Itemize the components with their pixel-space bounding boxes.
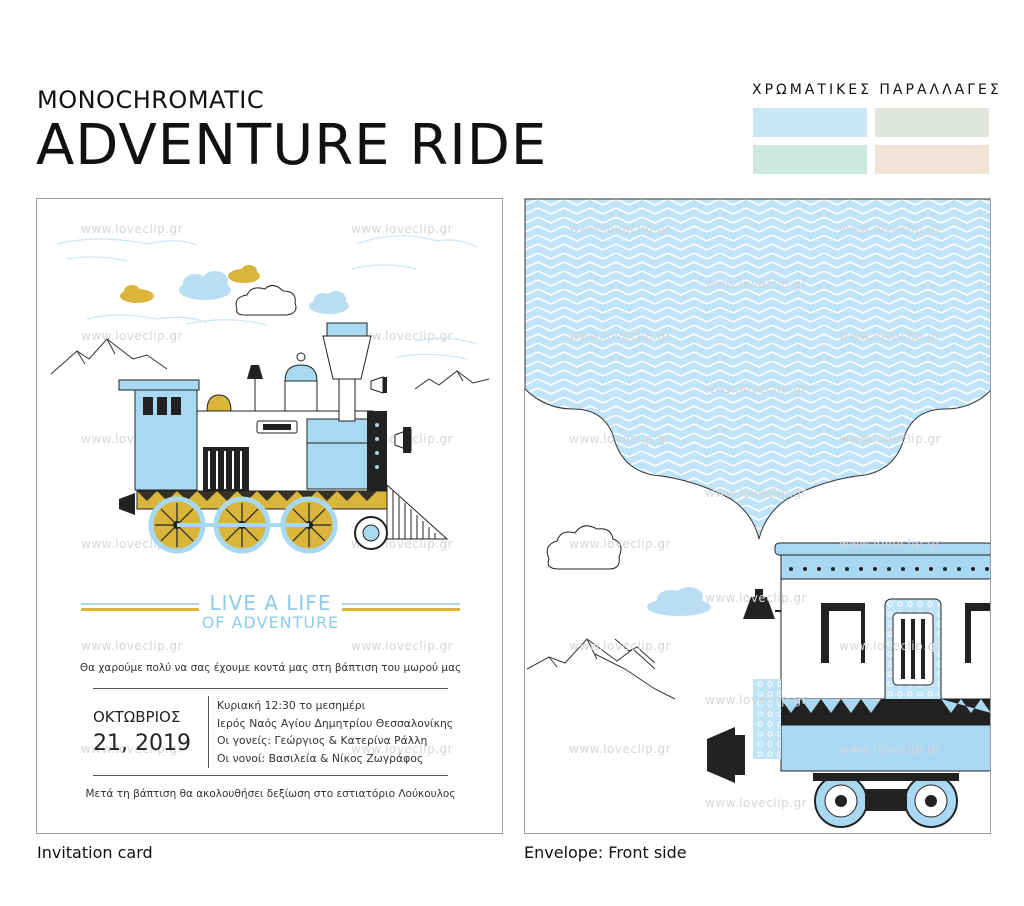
watermark: www.loveclip.gr (839, 742, 942, 756)
watermark: www.loveclip.gr (839, 537, 942, 551)
watermark: www.loveclip.gr (569, 222, 672, 236)
watermark: www.loveclip.gr (569, 329, 672, 343)
color-swatch-blue (753, 108, 867, 137)
collection-title: ADVENTURE RIDE (36, 113, 548, 178)
watermark: www.loveclip.gr (569, 742, 672, 756)
watermark: www.loveclip.gr (351, 742, 454, 756)
watermark: www.loveclip.gr (705, 796, 808, 810)
watermark: www.loveclip.gr (839, 432, 942, 446)
envelope-front: www.loveclip.gr www.loveclip.gr www.love… (524, 198, 991, 834)
envelope-caption: Envelope: Front side (524, 843, 687, 862)
invitation-message: Θα χαρούμε πολύ να σας έχουμε κοντά μας … (79, 662, 462, 674)
watermark: www.loveclip.gr (705, 277, 808, 291)
detail-parents: Οι γονείς: Γεώργιος & Κατερίνα Ράλλη (217, 734, 428, 747)
detail-church: Ιερός Ναός Αγίου Δημητρίου Θεσσαλονίκης (217, 716, 454, 730)
watermark: www.loveclip.gr (839, 222, 942, 236)
watermark: www.loveclip.gr (839, 329, 942, 343)
reception-note: Μετά τη βάπτιση θα ακολουθήσει δεξίωση σ… (85, 788, 456, 800)
color-swatch-sage (875, 108, 989, 137)
watermark: www.loveclip.gr (839, 639, 942, 653)
color-swatch-mint (753, 145, 867, 174)
detail-godparents: Οι νονοί: Βασιλεία & Νίκος Ζωγράφος (217, 751, 424, 765)
divider-bottom (93, 775, 448, 776)
collection-subtitle: MONOCHROMATIC (37, 86, 265, 114)
watermark: www.loveclip.gr (81, 222, 184, 236)
invitation-card: www.loveclip.gr www.loveclip.gr www.love… (36, 198, 503, 834)
watermark: www.loveclip.gr (569, 432, 672, 446)
event-details: Κυριακή 12:30 το μεσημέρι Ιερός Ναός Αγί… (217, 697, 453, 767)
watermark: www.loveclip.gr (705, 591, 808, 605)
headline-line1: LIVE A LIFE (209, 591, 332, 615)
headline-rule-left (81, 603, 199, 605)
watermark: www.loveclip.gr (81, 639, 184, 653)
color-swatch-peach (875, 145, 989, 174)
divider-top (93, 688, 448, 689)
watermark: www.loveclip.gr (569, 639, 672, 653)
watermark: www.loveclip.gr (705, 382, 808, 396)
watermark: www.loveclip.gr (81, 742, 184, 756)
headline-rule-right (342, 603, 460, 605)
watermark: www.loveclip.gr (705, 486, 808, 500)
invitation-card-caption: Invitation card (37, 843, 153, 862)
watermark: www.loveclip.gr (351, 222, 454, 236)
headline-rule-right-gold (342, 608, 460, 611)
watermark: www.loveclip.gr (569, 537, 672, 551)
watermark: www.loveclip.gr (705, 693, 808, 707)
train-carriage-icon (525, 199, 990, 828)
event-date: 21, 2019 (93, 731, 191, 756)
color-variations-title: ΧΡΩΜΑΤΙΚΕΣ ΠΑΡΑΛΛΑΓΕΣ (752, 82, 1002, 98)
detail-time: Κυριακή 12:30 το μεσημέρι (217, 699, 366, 712)
event-month: ΟΚΤΩΒΡΙΟΣ (93, 708, 181, 726)
steam-locomotive-icon (50, 235, 490, 554)
watermark: www.loveclip.gr (351, 639, 454, 653)
headline-rule-left-gold (81, 608, 199, 611)
headline-line2: OF ADVENTURE (201, 613, 340, 632)
divider-vertical (208, 696, 209, 768)
